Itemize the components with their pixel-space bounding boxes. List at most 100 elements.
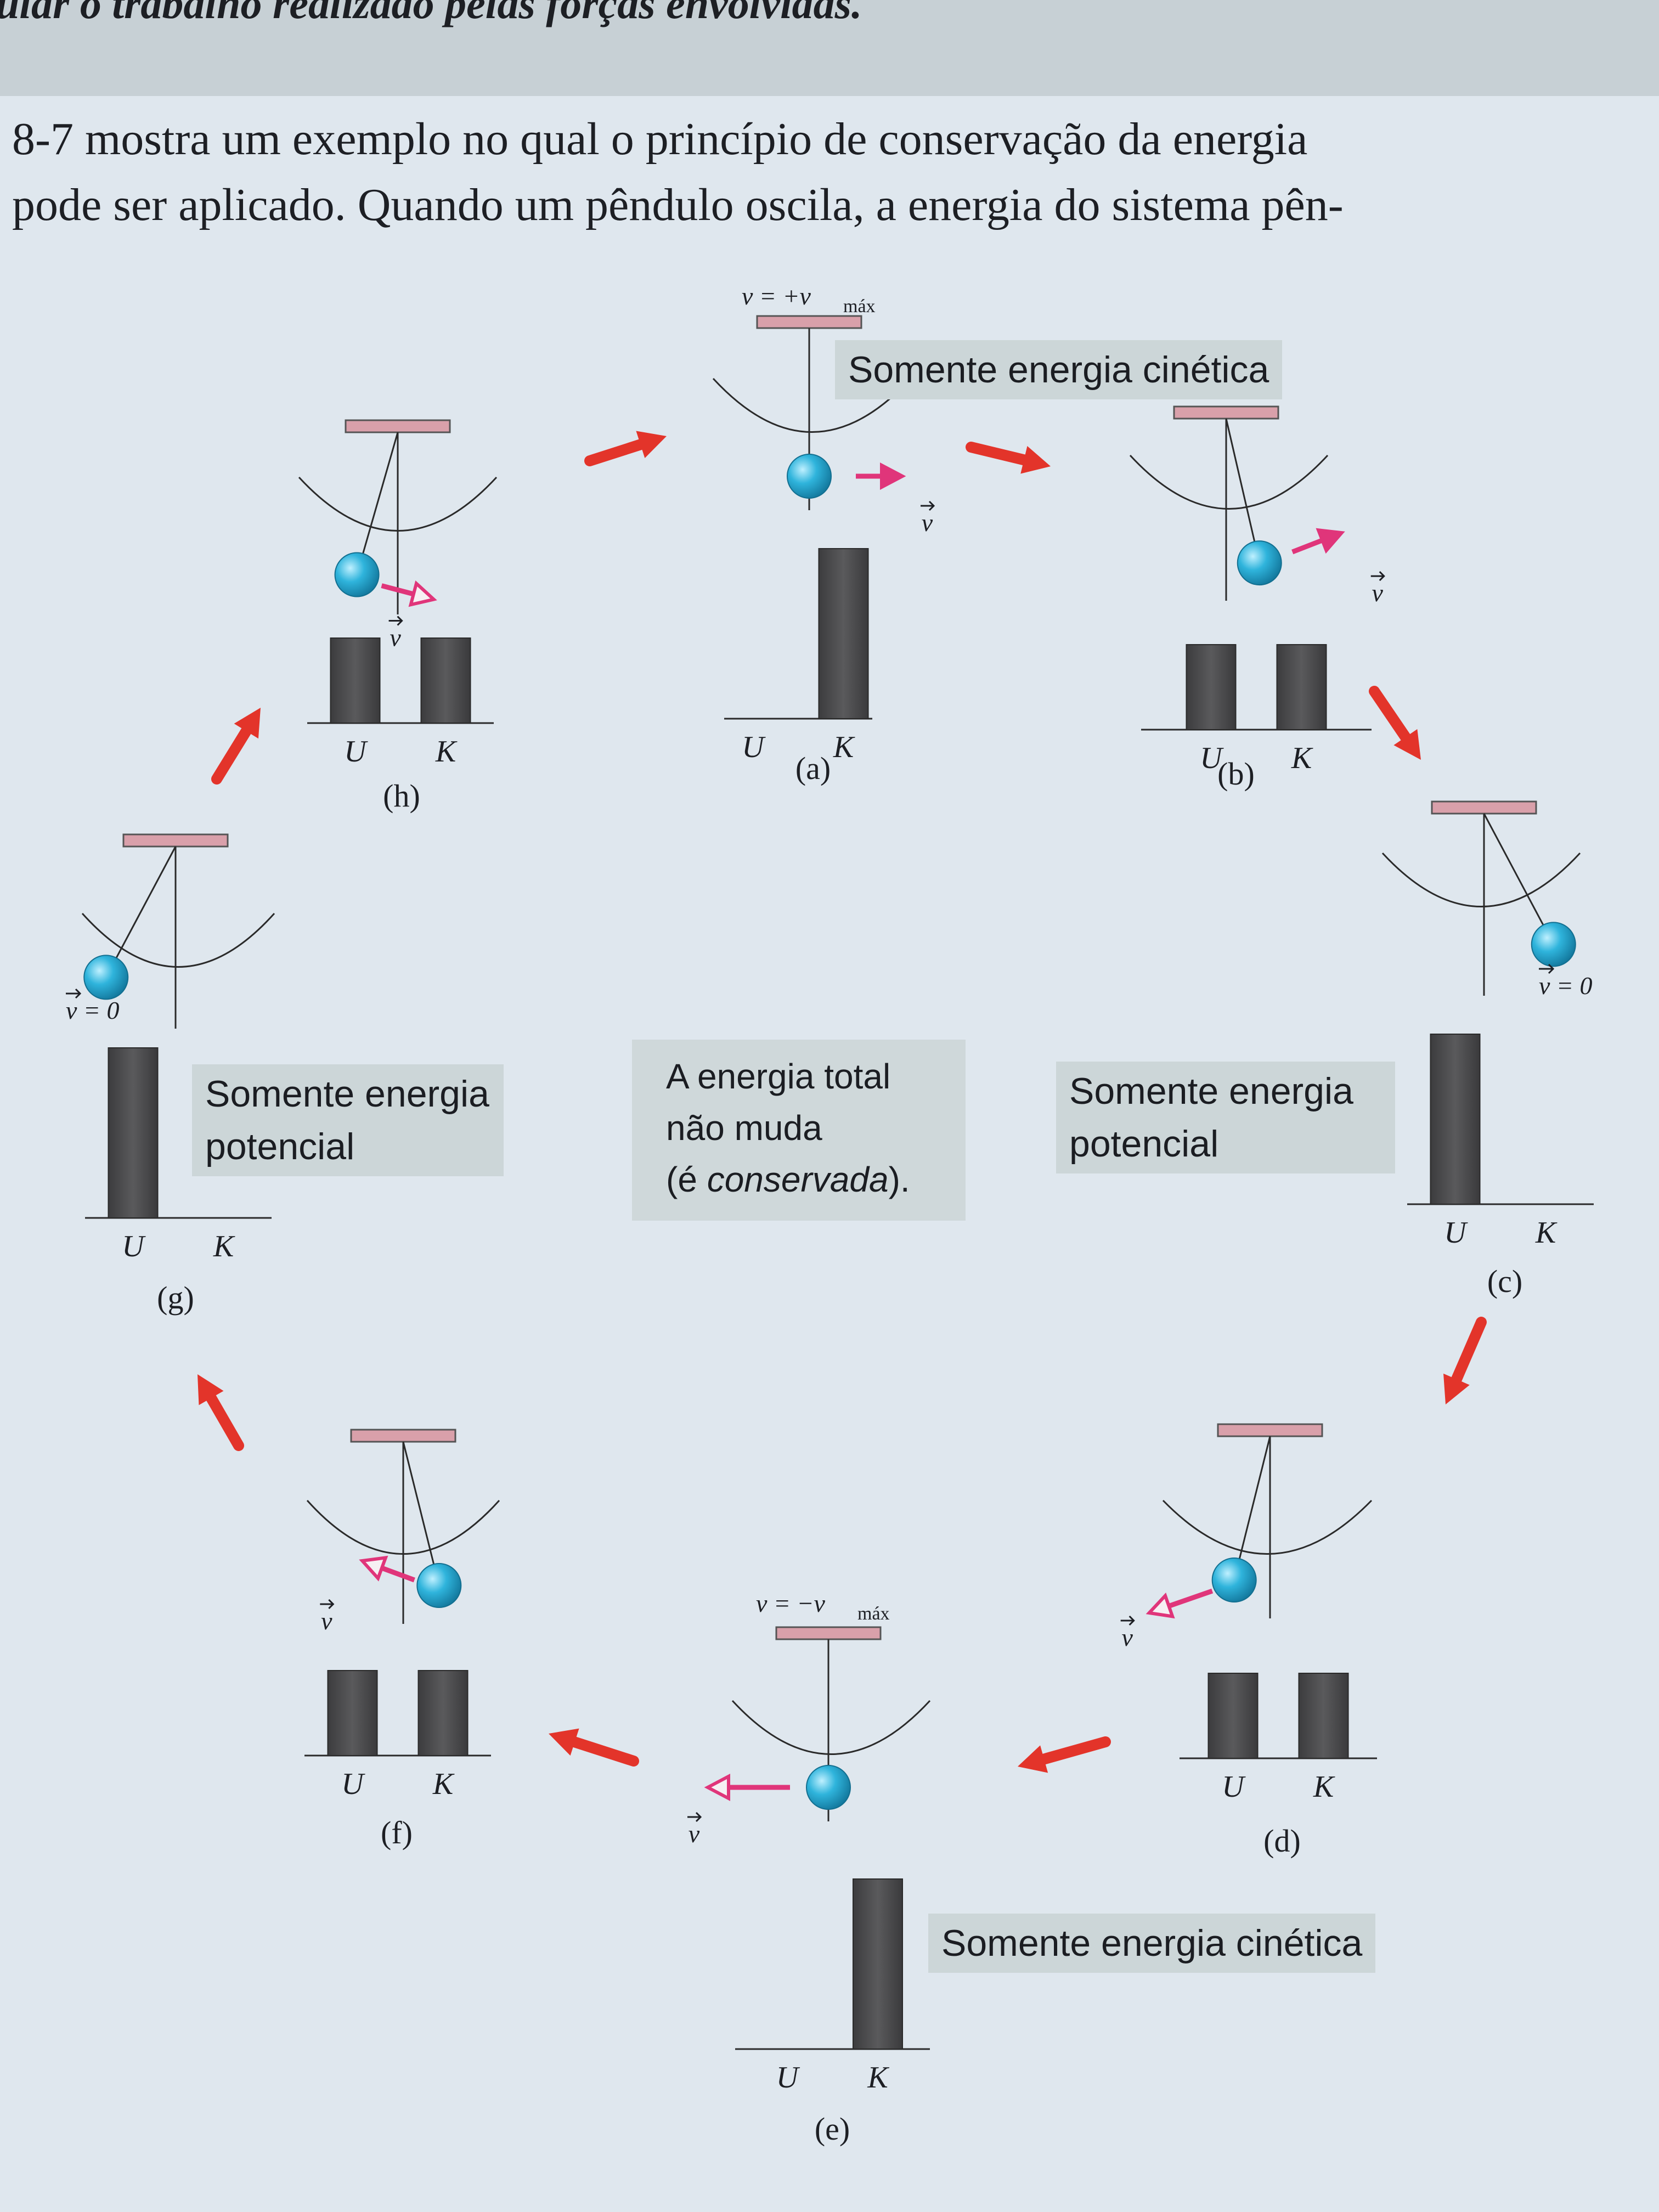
ceiling-mount [1431, 800, 1537, 815]
velocity-zero-label-g: v = 0 [66, 988, 119, 1024]
cycle-arrow-head [1018, 1745, 1048, 1773]
ceiling-mount [756, 315, 862, 329]
potential-energy-bar [330, 637, 381, 724]
cycle-arrow-shaft [1451, 1317, 1487, 1385]
panel-caption: (c) [1487, 1263, 1522, 1299]
velocity-label: v [921, 500, 935, 537]
kinetic-energy-bar [1276, 644, 1327, 730]
body-line-2: pode ser aplicado. Quando um pêndulo osc… [12, 179, 1344, 230]
velocity-vector [856, 462, 906, 490]
caption-g: (g) [157, 1280, 194, 1316]
pendulum-string [1483, 813, 1555, 945]
vector-overbar [66, 988, 82, 999]
swing-arc [298, 476, 498, 532]
panel-caption: (f) [381, 1815, 413, 1850]
kinetic-energy-bar [1298, 1673, 1349, 1759]
vector-shaft [381, 583, 414, 597]
kinetic-energy-bar [818, 548, 869, 719]
cycle-arrow-shaft [1039, 1736, 1111, 1765]
bar-label-k: K [1313, 1770, 1335, 1804]
potential-energy-bar [1186, 644, 1237, 730]
cycle-arrow-7 [198, 1374, 244, 1451]
vector-v-text: v [1372, 579, 1384, 607]
highlight-band [0, 0, 1659, 96]
vector-shaft [1168, 1588, 1214, 1609]
vector-overbar [320, 1599, 335, 1610]
label-kinetic-e: Somente energia cinética [928, 1914, 1376, 1973]
caption-c: (c) [1487, 1263, 1522, 1299]
potential-energy-bar [108, 1047, 159, 1218]
cycle-arrow-shaft [1369, 686, 1411, 743]
body-line-1: 8-7 mostra um exemplo no qual o princípi… [12, 114, 1308, 165]
cycle-arrows [198, 431, 1487, 1773]
vmax-subscript: máx [843, 296, 876, 317]
swing-arc [712, 377, 912, 433]
ceiling-mount [1217, 1423, 1323, 1437]
caption-b: (b) [1217, 756, 1255, 792]
bar-label-k: K [833, 730, 855, 764]
velocity-vector [359, 1555, 415, 1583]
swing-arc [306, 1499, 500, 1555]
panel-caption: (b) [1217, 756, 1255, 792]
label-kinetic-a: Somente energia cinética [835, 340, 1283, 399]
cycle-arrow-head [234, 708, 261, 739]
ceiling-mount [350, 1429, 456, 1443]
bar-label-k: K [432, 1767, 455, 1801]
bar-label-u: U [344, 735, 368, 769]
vmax-positive-label: v = +v máx [742, 282, 876, 317]
potential-energy-bar [1207, 1673, 1259, 1759]
cycle-arrow-5 [1018, 1736, 1111, 1773]
vector-v-text: v [689, 1820, 700, 1848]
vector-head [359, 1555, 388, 1582]
vector-shaft [381, 1565, 415, 1583]
total-energy-line-1: A energia total [666, 1057, 891, 1096]
cycle-arrow-3 [1369, 686, 1421, 760]
bar-label-k: K [1535, 1216, 1558, 1250]
panel-caption: (h) [383, 778, 420, 814]
bar-label-u: U [341, 1767, 365, 1801]
ceiling-mount [1173, 405, 1279, 420]
cycle-arrow-shaft [966, 442, 1030, 466]
vector-overbar [687, 1812, 702, 1822]
velocity-label: v [687, 1812, 702, 1848]
cycle-arrow-shaft [205, 1392, 244, 1451]
caption-a: (a) [795, 751, 831, 786]
total-energy-line-3: (é conservada). [666, 1160, 910, 1199]
cycle-arrow-4 [1443, 1317, 1487, 1404]
pendulum-bob [1237, 540, 1282, 586]
swing-arc [1162, 1499, 1373, 1555]
caption-e: (e) [815, 2111, 850, 2147]
pendulum-bob [806, 1765, 851, 1810]
vzero-text: v = 0 [1539, 972, 1592, 1000]
vector-v-text: v [321, 1607, 332, 1635]
velocity-label: v [1370, 571, 1385, 607]
cycle-arrow-head [1393, 729, 1421, 760]
pendulum-bob [334, 552, 380, 597]
velocity-vector [1146, 1588, 1214, 1619]
cycle-arrow-head [549, 1728, 579, 1756]
total-energy-line-2: não muda [666, 1108, 822, 1148]
total-energy-note: A energia total não muda (é conservada). [632, 1040, 966, 1221]
caption-d: (d) [1263, 1823, 1301, 1859]
velocity-vector [1291, 528, 1345, 555]
bar-label-k: K [213, 1229, 235, 1263]
vector-v-text: v [390, 624, 401, 652]
cycle-arrow-1 [584, 431, 667, 466]
cycle-arrow-head [198, 1374, 224, 1406]
velocity-zero-label-c: v = 0 [1539, 963, 1592, 1000]
bar-label-u: U [742, 730, 766, 764]
swing-arc [81, 912, 275, 968]
vzero-text: v = 0 [66, 996, 119, 1024]
pendulum-string [1233, 1436, 1271, 1581]
cycle-arrow-6 [549, 1728, 639, 1767]
vector-head [408, 580, 437, 607]
vmax-text: v = +v [742, 282, 811, 310]
pendulum-string [402, 1441, 440, 1586]
